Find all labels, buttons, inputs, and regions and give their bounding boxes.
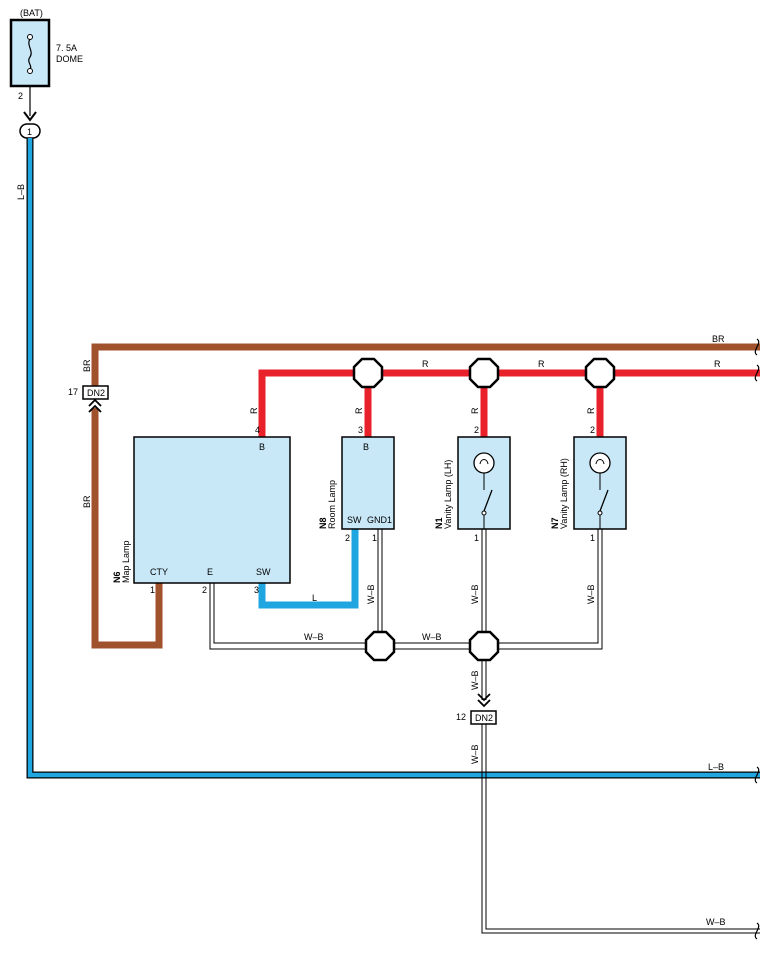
vanity-lh-code: N1 <box>434 517 444 529</box>
chevron-down-icon <box>477 693 491 708</box>
vanity-lh-name: Vanity Lamp (LH) <box>443 460 453 529</box>
wire-label-wb-rh: W–B <box>586 584 596 604</box>
map-lamp-box <box>133 436 291 584</box>
map-lamp-terminal-cty: CTY <box>150 567 168 577</box>
map-lamp-terminal-b: B <box>259 442 265 452</box>
switch-icon <box>481 473 493 529</box>
room-lamp-pin-sw: 2 <box>345 533 350 543</box>
fuse-box <box>9 18 51 88</box>
room-lamp-terminal-gnd: GND1 <box>367 515 392 525</box>
wire-label-br-mid: BR <box>82 495 92 508</box>
wire-label-wb-h2: W–B <box>422 632 442 642</box>
switch-icon <box>597 473 609 529</box>
junction-wb-1 <box>364 630 396 662</box>
wire-label-r-2: R <box>354 407 364 414</box>
wire-label-wb-lower: W–B <box>470 744 480 764</box>
fuse-name: DOME <box>56 54 83 64</box>
room-lamp-code: N8 <box>318 517 328 529</box>
room-lamp-name: Room Lamp <box>327 480 337 529</box>
bulb-icon <box>589 452 611 474</box>
room-lamp-terminal-sw: SW <box>347 515 362 525</box>
wire-label-lb-vertical: L–B <box>16 184 26 200</box>
vanity-rh-code: N7 <box>550 517 560 529</box>
chevron-up-icon <box>88 398 102 413</box>
wire-label-wb-bottom: W–B <box>706 917 726 927</box>
map-lamp-name: Map Lamp <box>121 540 131 583</box>
wire-label-wb-room: W–B <box>366 584 376 604</box>
fuse-pin: 2 <box>18 91 23 101</box>
dn2-connector-bottom <box>470 710 497 725</box>
room-lamp-pin-gnd: 1 <box>372 533 377 543</box>
junctions <box>352 357 616 662</box>
wire-l <box>258 529 359 609</box>
dn2-connector-top <box>82 385 109 400</box>
wire-label-r-h1: R <box>422 359 429 369</box>
wire-label-wb-h1: W–B <box>304 632 324 642</box>
vanity-rh-pin-bottom: 1 <box>590 533 595 543</box>
dn2-label-bottom: DN2 <box>475 713 493 723</box>
wire-label-r-h2: R <box>538 359 545 369</box>
dn2-pin-12: 12 <box>456 712 466 722</box>
room-lamp-pin-b: 3 <box>358 425 363 435</box>
map-lamp-pin-sw: 3 <box>254 585 259 595</box>
junction-wb-2 <box>468 630 500 662</box>
junction-r-3 <box>584 357 616 389</box>
wire-label-lb-right: L–B <box>708 762 724 772</box>
map-lamp-code: N6 <box>112 571 122 583</box>
fuse-icon <box>27 34 33 74</box>
wire-label-l: L <box>312 593 317 603</box>
bulb-icon <box>473 452 495 474</box>
room-lamp-terminal-b: B <box>363 442 369 452</box>
vanity-lh-pin-bottom: 1 <box>474 533 479 543</box>
wire-label-wb-lh: W–B <box>470 584 480 604</box>
junction-r-2 <box>468 357 500 389</box>
vanity-rh-name: Vanity Lamp (RH) <box>559 458 569 529</box>
map-lamp-pin-b: 4 <box>255 425 260 435</box>
vanity-rh-pin-top: 2 <box>590 425 595 435</box>
wire-label-br-top: BR <box>82 359 92 372</box>
chevron-down-icon <box>23 111 37 122</box>
wire-br <box>91 343 760 649</box>
wire-label-r-1: R <box>249 407 259 414</box>
wire-wb <box>209 529 760 934</box>
map-lamp-terminal-e: E <box>207 567 213 577</box>
dn2-pin-17: 17 <box>68 387 78 397</box>
wire-label-r-4: R <box>586 407 596 414</box>
wire-label-br-right: BR <box>712 334 725 344</box>
room-lamp-box <box>341 436 395 530</box>
wire-label-r-3: R <box>470 407 480 414</box>
dn2-label-top: DN2 <box>87 388 105 398</box>
fuse-rating: 7. 5A <box>56 43 77 53</box>
wire-label-wb-down: W–B <box>470 670 480 690</box>
map-lamp-pin-cty: 1 <box>150 585 155 595</box>
wire-lb <box>26 138 760 779</box>
vanity-lh-pin-top: 2 <box>474 425 479 435</box>
wire-label-r-h3: R <box>714 359 721 369</box>
joint-pin: 1 <box>27 127 32 137</box>
junction-r-1 <box>352 357 384 389</box>
map-lamp-pin-e: 2 <box>202 585 207 595</box>
map-lamp-terminal-sw: SW <box>256 567 271 577</box>
bat-label: (BAT) <box>20 8 43 18</box>
wire-r <box>258 369 760 437</box>
wire-break-marks <box>754 338 760 940</box>
